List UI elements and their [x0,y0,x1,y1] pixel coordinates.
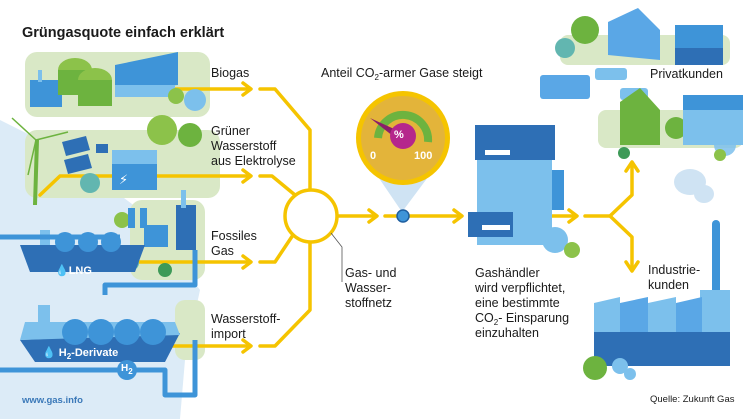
gauge-min-label: 0 [370,150,377,162]
label-line: Wasser- [345,281,392,295]
lng-text: LNG [68,265,92,277]
electrolysis-illustration: ⚡ [11,115,202,206]
label-line: einzuhalten [475,326,539,340]
gauge-flow-node [396,209,410,223]
gauge-center [390,123,416,149]
h2-pipe-badge: H2 [121,363,133,376]
source-label-fossil-gas: Fossiles Gas [211,229,257,259]
svg-text:⚡: ⚡ [119,173,128,188]
label-line: stoffnetz [345,296,393,310]
h2-ship-illustration [20,305,180,362]
gauge [356,91,450,223]
h2-suffix: -Derivate [71,347,119,359]
source-credit: Quelle: Zukunft Gas [650,394,735,405]
source-label-hydrogen-import: Wasserstoff- import [211,312,280,342]
label-line: Gas- und [345,266,397,280]
private-customers-label: Privatkunden [650,67,723,81]
trader-label: Gashändler wird verpflichtet, eine besti… [475,266,569,341]
label-line-co2: CO2- Einsparung [475,311,570,327]
h2-prefix: H [58,347,67,359]
gauge-heading-prefix: Anteil CO [321,66,375,80]
private-customers-illustration [540,8,743,161]
h2-ship-label: 💧 H2-Derivate [42,346,119,361]
droplet-icon: 💧 [55,265,69,277]
label-line: Fossiles [211,229,257,243]
label-line: Industrie- [648,263,701,277]
industry-illustration [583,169,730,380]
source-label-green-hydrogen: Grüner Wasserstoff aus Elektrolyse [211,124,296,169]
network-pointer-line [330,232,343,282]
h2-pipe-badge-circle [117,360,137,380]
label-line: Gashändler [475,266,540,280]
label-line: import [211,327,246,341]
biogas-plant-illustration [30,52,206,111]
droplet-icon: 💧 [42,347,56,359]
label-line: Wasserstoff- [211,312,281,326]
label-line: aus Elektrolyse [211,154,296,168]
label-line: wird verpflichtet, [475,281,566,295]
lng-ship-label: 💧LNG [55,264,92,277]
label-line: eine bestimmte [475,296,560,310]
gas-trader-building-illustration [468,125,580,258]
pipelines [0,234,198,398]
label-line: Gas [211,244,234,258]
co2-prefix: CO [475,311,494,325]
network-hub [283,188,339,244]
source-label-biogas: Biogas [211,66,250,80]
badge-prefix: H [121,363,129,374]
website-link[interactable]: www.gas.info [22,395,83,406]
gauge-percent-symbol: % [394,129,404,141]
label-line: Wasserstoff [211,139,277,153]
network-label: Gas- und Wasser- stoffnetz [345,266,396,311]
gauge-max-label: 100 [414,150,433,162]
badge-sub: 2 [128,367,133,376]
gauge-heading: Anteil CO2-armer Gase steigt [321,66,483,82]
label-line: kunden [648,278,690,292]
co2-suffix: - Einsparung [498,311,570,325]
gauge-heading-suffix: -armer Gase steigt [378,66,483,80]
gauge-heading-sub: 2 [374,73,379,82]
h2-sub: 2 [66,352,72,361]
label-line: Grüner [211,124,250,138]
page-title: Grüngasquote einfach erklärt [22,25,225,41]
co2-sub: 2 [493,318,499,327]
flow-arrows [241,81,640,354]
industry-customers-label: Industrie- kunden [648,263,700,293]
